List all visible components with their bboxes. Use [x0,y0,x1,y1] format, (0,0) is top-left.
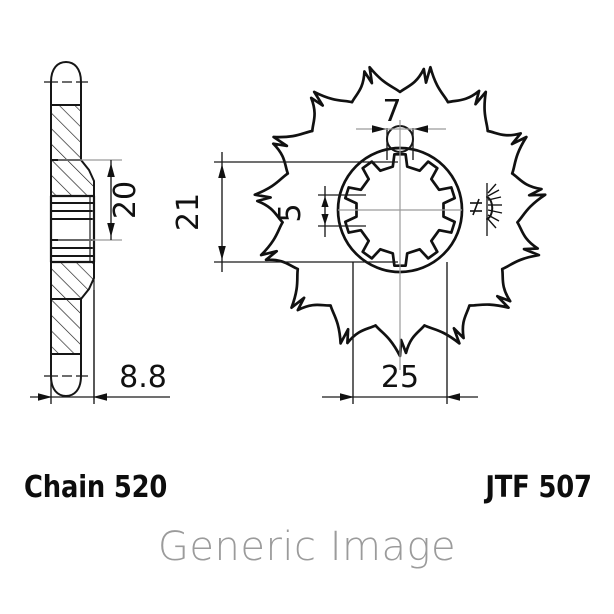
side-view-top-tooth [50,61,82,106]
part-number-label: JTF 507 [485,470,593,505]
dim20-arrow-bottom [107,223,115,237]
dim88-text: 8.8 [119,360,167,395]
dim7-arrow-left [372,125,386,133]
spline-knurl-symbol [470,183,503,236]
side-view-bottom-tooth [50,353,82,397]
side-view-lower-web [50,298,82,355]
dim20-text: 20 [108,181,143,219]
knurl-rays [487,183,503,229]
dim25-arrow-right [446,393,460,401]
side-view-upper-web [50,104,82,161]
dim21-arrow-bottom [218,246,226,260]
side-view-hub-block [49,194,96,264]
sprocket-teeth-group [253,65,547,358]
knurl-not-equal-glyph [470,198,482,216]
knurl-arc [486,196,494,220]
chain-label: Chain 520 [24,470,168,505]
dim5-arrow-top [321,196,329,207]
side-view-upper-shoulder [50,159,95,197]
side-view-lower-shoulder [50,261,95,300]
dim21-text: 21 [171,193,206,231]
dim5-text: 5 [273,203,308,222]
dimension-20: 20 [58,159,143,241]
side-sectional-view: 20 8.8 [30,61,170,404]
dim7-text: 7 [382,94,401,129]
dimension-7: 7 [356,94,446,160]
watermark-text: Generic Image [157,524,457,570]
dimension-25: 25 [322,262,478,404]
dim25-arrow-left [340,393,354,401]
dim21-arrow-top [218,164,226,178]
dimension-21: 21 [171,152,398,272]
dim5-arrow-bottom [321,214,329,225]
dimension-8-8: 8.8 [30,290,170,404]
dimension-5: 5 [273,186,366,237]
sprocket-outline [253,65,547,358]
dim88-arrow-right [93,393,107,401]
dim7-arrow-right [414,125,428,133]
front-view: 21 5 7 [171,65,547,404]
dim25-text: 25 [381,360,419,395]
dim20-arrow-top [107,163,115,177]
dim88-arrow-left [38,393,52,401]
